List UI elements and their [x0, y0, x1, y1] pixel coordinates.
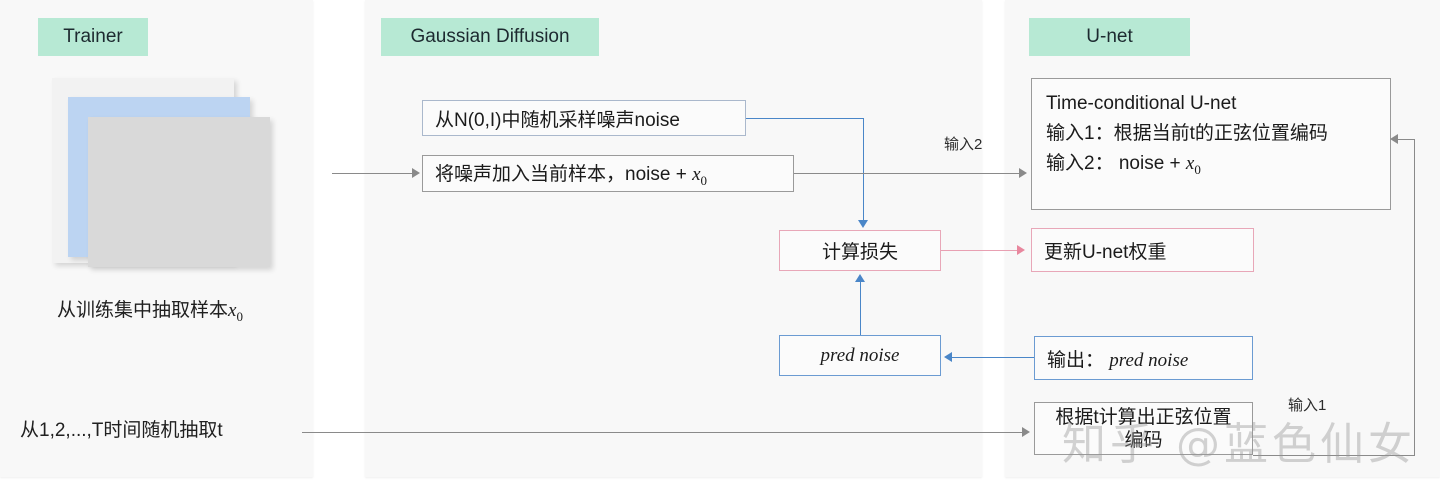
box-unet-output-text: 输出： pred noise [1035, 345, 1252, 372]
edge-prednoise-to-loss [860, 282, 861, 335]
box-unet-output-prefix: 输出： [1047, 349, 1105, 371]
box-sinusoidal-position-encoding-text: 根据t计算出正弦位置编码 [1055, 406, 1232, 451]
box-sample-noise[interactable]: 从N(0,I)中随机采样噪声noise [422, 100, 746, 136]
edge-timestep-to-sinusoid [302, 432, 1024, 433]
edge-sinusoid-to-unet-v [1414, 139, 1415, 456]
label-draw-sample-var: x [228, 300, 237, 321]
label-draw-sample-text: 从训练集中抽取样本 [57, 300, 229, 321]
unet-input2-prefix: 输入2： noise + [1046, 153, 1186, 174]
edge-noise-to-loss-v [863, 118, 864, 222]
label-draw-timestep: 从1,2,...,T时间随机抽取t [20, 420, 223, 441]
label-draw-sample: 从训练集中抽取样本x0 [57, 295, 243, 325]
box-add-noise[interactable]: 将噪声加入当前样本，noise + x0 [422, 155, 794, 192]
edge-label-input2: 输入2 [944, 136, 983, 153]
edge-sinusoid-to-unet-h-top [1398, 139, 1415, 140]
edge-output-to-prednoise [952, 357, 1034, 358]
box-time-conditional-unet[interactable]: Time-conditional U-net 输入1：根据当前t的正弦位置编码 … [1031, 78, 1391, 210]
box-update-unet-weights-text: 更新U-net权重 [1044, 241, 1167, 263]
arrowhead-output-to-prednoise [944, 352, 952, 362]
arrowhead-loss-to-update [1017, 245, 1025, 255]
box-add-noise-var: x [692, 163, 701, 185]
section-title-unet: U-net [1029, 18, 1190, 56]
box-pred-noise-text: pred noise [820, 344, 900, 366]
section-title-trainer: Trainer [38, 18, 148, 56]
arrowhead-sample-to-addnoise [412, 168, 420, 178]
unet-title-line: Time-conditional U-net [1046, 93, 1237, 114]
edge-label-input1: 输入1 [1288, 397, 1327, 414]
edge-loss-to-update [941, 250, 1019, 251]
section-title-gaussian: Gaussian Diffusion [381, 18, 599, 56]
arrowhead-timestep-to-sinusoid [1022, 427, 1030, 437]
edge-sinusoid-to-unet-h-bottom [1253, 455, 1415, 456]
dataset-card-front [88, 117, 270, 267]
box-pred-noise[interactable]: pred noise [779, 335, 941, 376]
box-add-noise-sub: 0 [700, 172, 708, 188]
box-compute-loss-text: 计算损失 [821, 242, 898, 263]
label-draw-sample-sub: 0 [236, 308, 243, 324]
box-unet-output-value: pred noise [1109, 349, 1189, 371]
box-update-unet-weights[interactable]: 更新U-net权重 [1031, 228, 1254, 272]
arrowhead-prednoise-to-loss [855, 274, 865, 282]
box-unet-output[interactable]: 输出： pred noise [1034, 336, 1253, 380]
edge-addnoise-to-unet [794, 173, 1022, 174]
arrowhead-sinusoid-to-unet [1390, 134, 1398, 144]
arrowhead-addnoise-to-unet [1019, 168, 1027, 178]
unet-input1-line: 输入1：根据当前t的正弦位置编码 [1046, 123, 1328, 144]
box-add-noise-text: 将噪声加入当前样本，noise + x0 [423, 159, 793, 189]
box-add-noise-prefix: 将噪声加入当前样本，noise + [435, 163, 693, 185]
unet-input2-sub: 0 [1194, 161, 1201, 177]
box-sample-noise-text: 从N(0,I)中随机采样噪声noise [435, 109, 680, 131]
unet-input2-line: 输入2： noise + x0 [1032, 149, 1390, 179]
box-sinusoidal-position-encoding[interactable]: 根据t计算出正弦位置编码 [1034, 402, 1253, 455]
arrowhead-noise-to-loss [858, 220, 868, 228]
edge-noise-to-loss-h [746, 118, 864, 119]
unet-input2-var: x [1185, 153, 1195, 174]
box-compute-loss[interactable]: 计算损失 [779, 230, 941, 271]
edge-sample-to-addnoise [332, 173, 414, 174]
